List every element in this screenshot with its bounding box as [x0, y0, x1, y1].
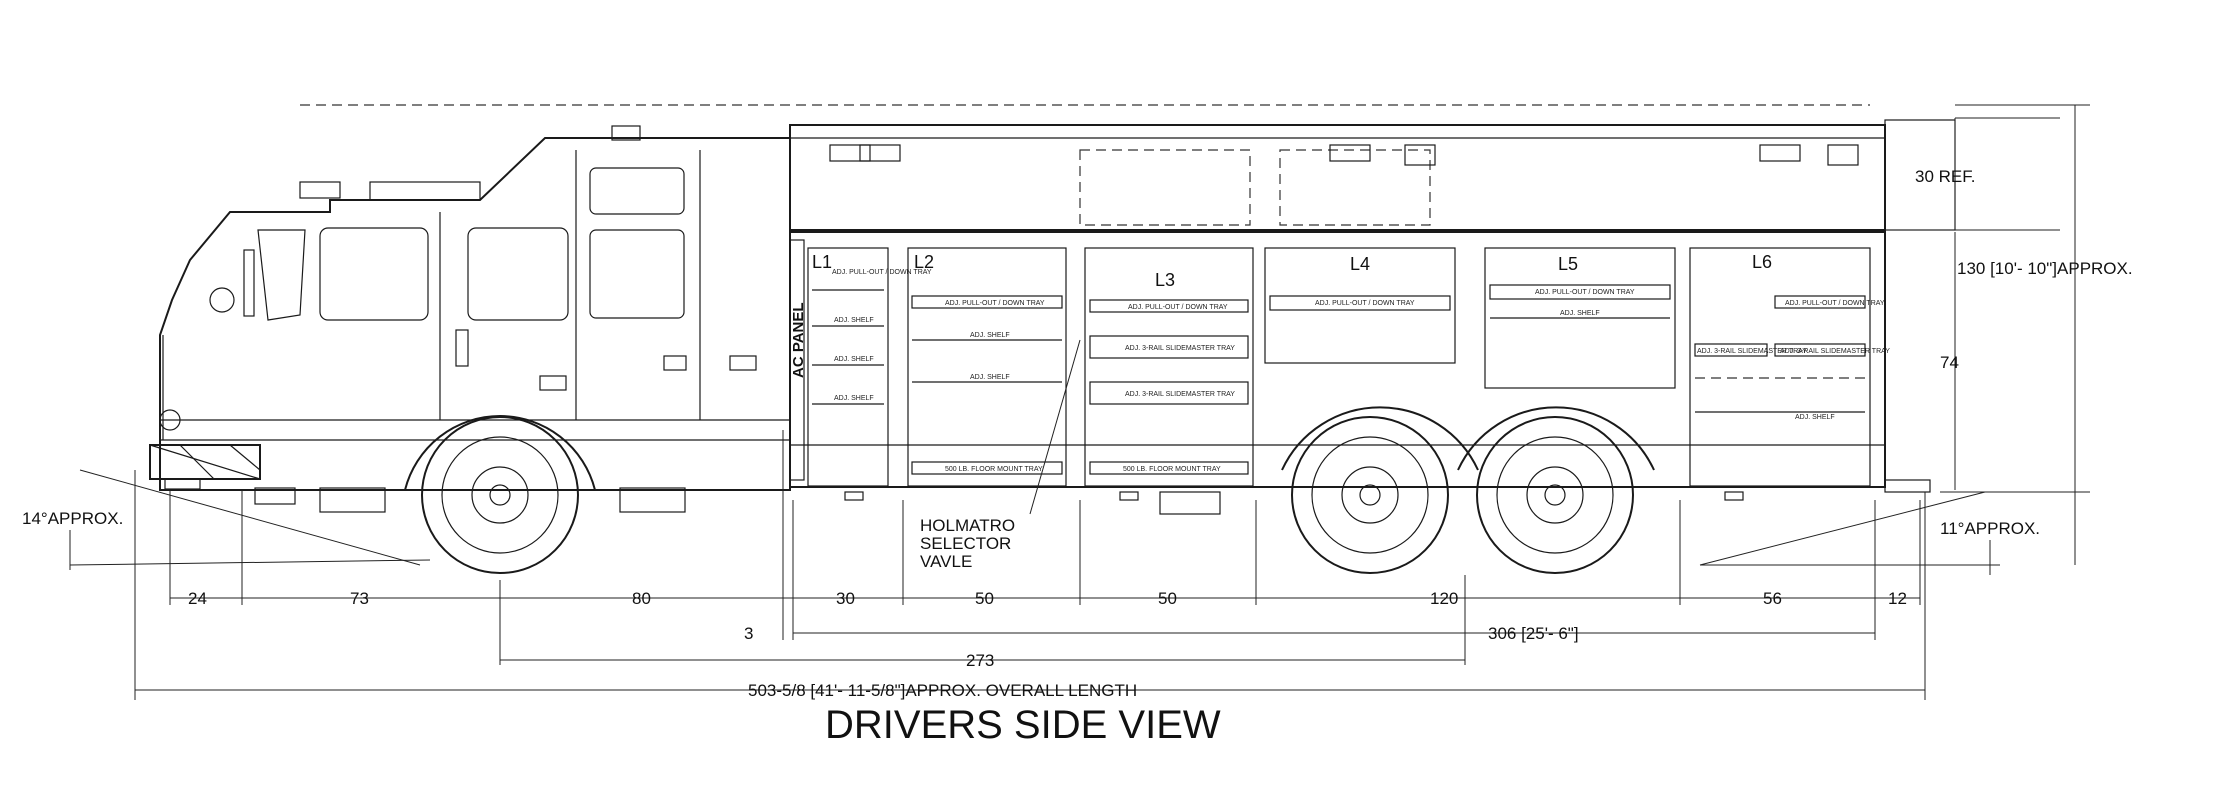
tray-labels: ADJ. PULL-OUT / DOWN TRAY ADJ. SHELF ADJ…	[832, 269, 1890, 473]
dim-24: 24	[188, 589, 207, 608]
callout-line3: VAVLE	[920, 552, 972, 571]
compartment-labels: L1 L2 L3 L4 L5 L6	[812, 252, 1772, 290]
dim-306: 306 [25'- 6"]	[1488, 624, 1579, 643]
roof-light-bar	[369, 181, 481, 201]
side-light	[539, 375, 567, 391]
compartment-l3	[1084, 247, 1254, 487]
upper-window	[589, 167, 685, 215]
callout-line2: SELECTOR	[920, 534, 1011, 553]
front-bumper	[149, 444, 261, 480]
dim-50a: 50	[975, 589, 994, 608]
compartment-l2	[907, 247, 1067, 487]
tray-label: ADJ. SHELF	[1795, 414, 1835, 421]
dim-80: 80	[632, 589, 651, 608]
mirror-head	[209, 287, 235, 313]
tray-label: ADJ. 3-RAIL SLIDEMASTER TRAY	[1780, 348, 1890, 355]
front-wheel	[404, 415, 596, 574]
side-light	[729, 355, 757, 371]
tray-label: ADJ. SHELF	[834, 395, 874, 402]
compartment-l5	[1484, 247, 1676, 389]
label-l4: L4	[1350, 254, 1370, 274]
tray-label: ADJ. PULL-OUT / DOWN TRAY	[1315, 300, 1415, 307]
upper-body	[789, 124, 1886, 231]
dim-approach: 14°APPROX.	[22, 509, 123, 528]
dim-30: 30	[836, 589, 855, 608]
label-l3: L3	[1155, 270, 1175, 290]
door-handle	[663, 355, 687, 371]
view-title: DRIVERS SIDE VIEW	[825, 703, 1221, 747]
front-window	[319, 227, 429, 321]
tray-label: 500 LB. FLOOR MOUNT TRAY	[1123, 466, 1221, 473]
label-l2: L2	[914, 252, 934, 272]
dim-30ref: 30 REF.	[1915, 167, 1975, 186]
label-l5: L5	[1558, 254, 1578, 274]
roof-light	[299, 181, 341, 199]
rear-wheel-2	[1457, 406, 1655, 574]
dim-273: 273	[966, 651, 994, 670]
holmatro-callout: HOLMATRO SELECTOR VAVLE	[920, 339, 1081, 571]
tray-label: ADJ. SHELF	[834, 356, 874, 363]
dim-56: 56	[1763, 589, 1782, 608]
ac-panel	[789, 239, 805, 481]
tray-label: ADJ. SHELF	[1560, 310, 1600, 317]
rear-wheel-1	[1281, 406, 1479, 574]
label-l6: L6	[1752, 252, 1772, 272]
mirror	[243, 249, 255, 317]
tray-label: ADJ. 3-RAIL SLIDEMASTER TRAY	[1125, 345, 1235, 352]
door-window	[589, 229, 685, 319]
tray-label: ADJ. SHELF	[834, 317, 874, 324]
tray-label: 500 LB. FLOOR MOUNT TRAY	[945, 466, 1043, 473]
compartment-l6	[1689, 247, 1871, 487]
dim-50b: 50	[1158, 589, 1177, 608]
tray-label: ADJ. PULL-OUT / DOWN TRAY	[945, 300, 1045, 307]
tray-label: ADJ. PULL-OUT / DOWN TRAY	[1128, 304, 1228, 311]
front-light	[159, 409, 181, 431]
tray-label: ADJ. 3-RAIL SLIDEMASTER TRAY	[1697, 348, 1807, 355]
tray-label: ADJ. PULL-OUT / DOWN TRAY	[1785, 300, 1885, 307]
dim-130: 130 [10'- 10"]APPROX.	[1957, 259, 2133, 278]
tray-label: ADJ. SHELF	[970, 374, 1010, 381]
tray-label: ADJ. SHELF	[970, 332, 1010, 339]
compartment-l4	[1264, 247, 1456, 364]
cab-top-light	[611, 125, 641, 141]
compartment-l1	[807, 247, 889, 487]
rear-window	[467, 227, 569, 321]
cab	[149, 125, 791, 513]
dimensions: 24 73 80 30 50 50 120 56 12 3 306 [25'- …	[22, 104, 2133, 700]
dim-12: 12	[1888, 589, 1907, 608]
dim-73: 73	[350, 589, 369, 608]
cab-step	[619, 487, 686, 513]
cab-step	[319, 487, 386, 513]
dim-3: 3	[744, 624, 753, 643]
dim-overall: 503-5/8 [41'- 11-5/8"]APPROX. OVERALL LE…	[748, 681, 1137, 700]
dim-120: 120	[1430, 589, 1458, 608]
dim-departure: 11°APPROX.	[1940, 519, 2040, 538]
callout-line1: HOLMATRO	[920, 516, 1015, 535]
door-handle	[455, 329, 469, 367]
label-l1: L1	[812, 252, 832, 272]
ac-panel-label: AC PANEL	[790, 302, 807, 378]
body	[300, 104, 1956, 515]
compartment-band	[789, 231, 1886, 488]
tray-label: ADJ. PULL-OUT / DOWN TRAY	[1535, 289, 1635, 296]
tray-label: ADJ. 3-RAIL SLIDEMASTER TRAY	[1125, 391, 1235, 398]
windshield	[257, 229, 306, 321]
tray-label: ADJ. PULL-OUT / DOWN TRAY	[832, 269, 932, 276]
dim-74: 74	[1940, 353, 1959, 372]
